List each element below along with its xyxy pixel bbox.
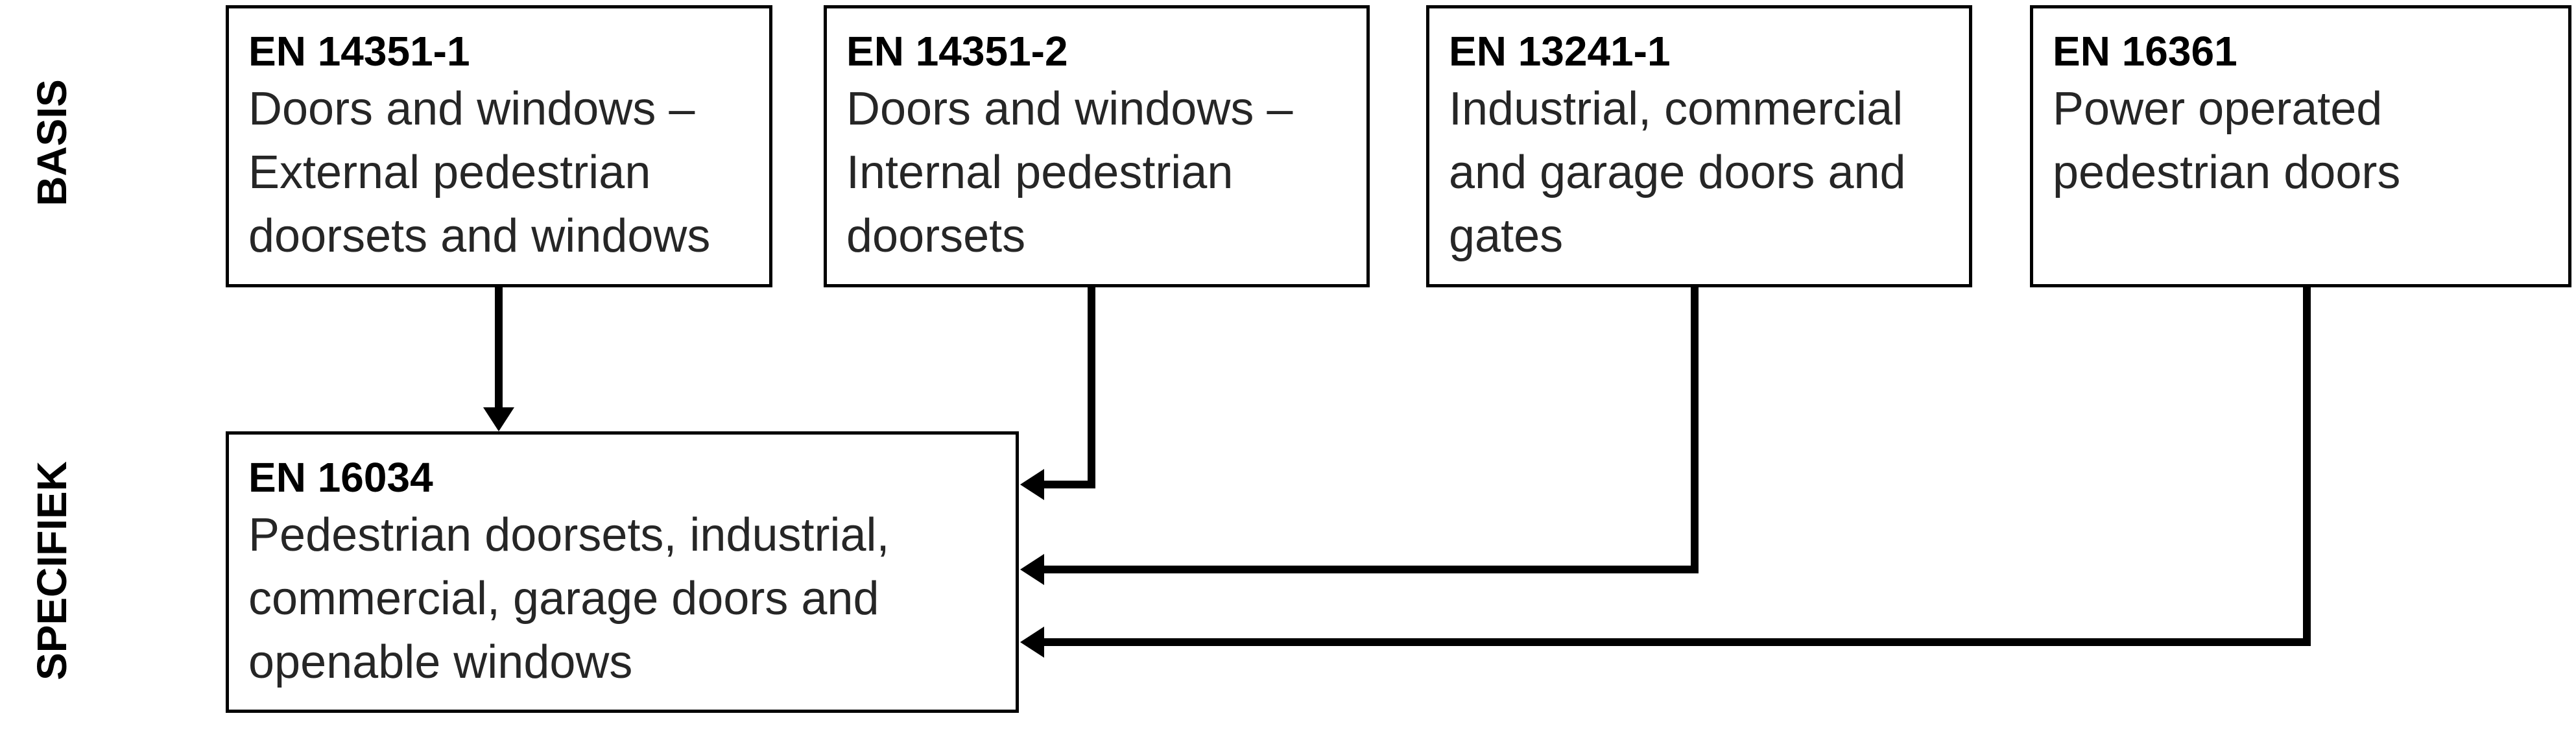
connector-en-16361	[1043, 287, 2311, 646]
standard-description: Power operated pedestrian doors	[2053, 83, 2401, 198]
standard-box-en-16361: EN 16361 Power operated pedestrian doors	[2030, 5, 2571, 287]
standard-box-en-14351-2: EN 14351-2 Doors and windows – Internal …	[824, 5, 1370, 287]
standard-description: Industrial, commercial and garage doors …	[1449, 83, 1906, 262]
standard-description: Doors and windows – External pedestrian …	[248, 83, 711, 262]
standard-code: EN 14351-2	[846, 28, 1068, 75]
connector-en-14351-2	[1043, 287, 1095, 488]
standard-description: Doors and windows – Internal pedestrian …	[846, 83, 1293, 262]
specific-description: Pedestrian doorsets, industrial, commerc…	[248, 509, 890, 688]
standard-box-en-13241-1: EN 13241-1 Industrial, commercial and ga…	[1426, 5, 1972, 287]
standard-code: EN 16361	[2053, 28, 2237, 75]
arrowhead-en-13241-1	[1020, 554, 1044, 585]
specific-box-en-16034: EN 16034 Pedestrian doorsets, industrial…	[226, 431, 1019, 713]
standard-code: EN 13241-1	[1449, 28, 1671, 75]
standard-box-en-14351-1: EN 14351-1 Doors and windows – External …	[226, 5, 772, 287]
standard-code: EN 14351-1	[248, 28, 470, 75]
connector-en-13241-1	[1043, 287, 1699, 573]
arrowhead-en-14351-1	[483, 407, 514, 431]
specific-code: EN 16034	[248, 454, 433, 501]
arrowhead-en-14351-2	[1020, 469, 1044, 500]
arrowhead-en-16361	[1020, 627, 1044, 658]
